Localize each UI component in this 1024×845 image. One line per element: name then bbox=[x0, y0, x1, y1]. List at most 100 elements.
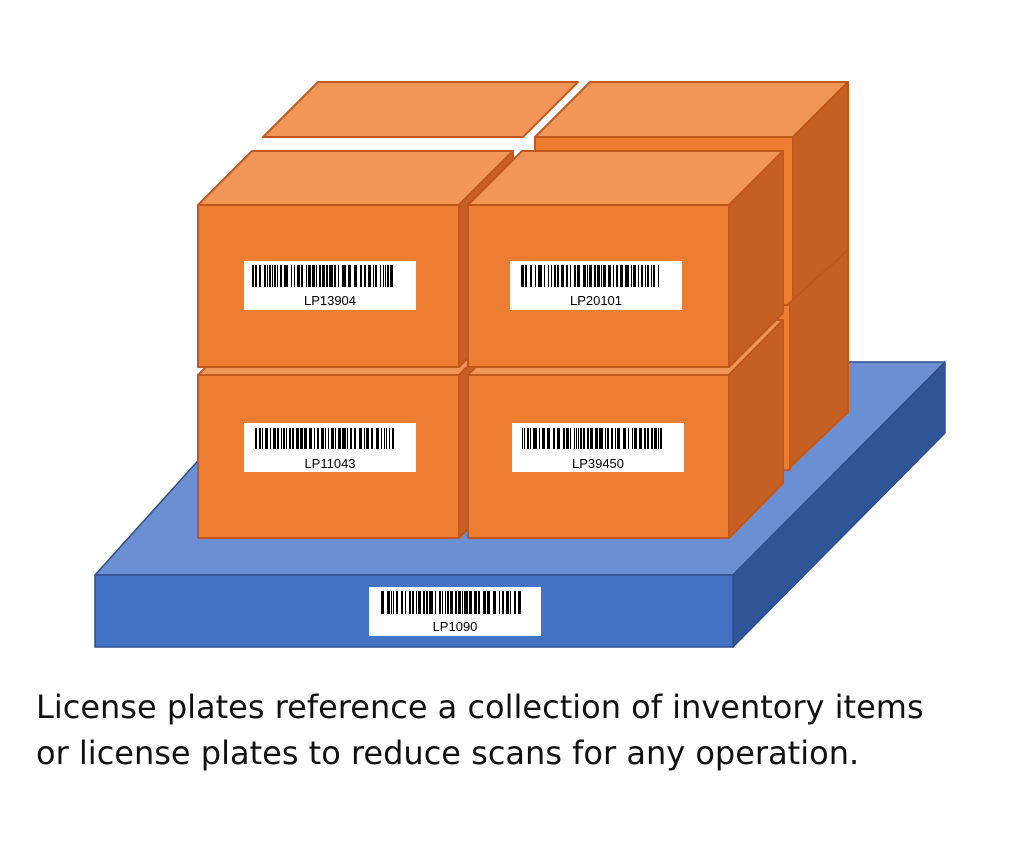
barcode-bar bbox=[506, 591, 509, 614]
barcode-bar bbox=[638, 265, 639, 287]
barcode-bar bbox=[312, 265, 315, 287]
barcode-bar bbox=[645, 265, 646, 287]
barcode-bar bbox=[539, 428, 540, 449]
barcode-bar bbox=[607, 428, 609, 449]
barcode-bar bbox=[651, 428, 653, 449]
barcode-bar bbox=[654, 428, 657, 449]
barcode-bar bbox=[599, 428, 603, 449]
barcode-bar bbox=[644, 428, 646, 449]
barcode-bar bbox=[439, 591, 441, 614]
barcode-bar bbox=[499, 591, 500, 614]
barcode-bar bbox=[583, 428, 585, 449]
barcode-bar bbox=[273, 428, 276, 449]
barcode-bar bbox=[309, 428, 312, 449]
barcode-bar bbox=[373, 265, 374, 287]
barcode-bar bbox=[522, 428, 523, 449]
barcode-bar bbox=[297, 265, 300, 287]
barcode-bar bbox=[464, 591, 468, 614]
barcode-bar bbox=[384, 428, 385, 449]
barcode-bar bbox=[319, 265, 321, 287]
barcode-bar bbox=[338, 428, 341, 449]
barcode-bar bbox=[308, 265, 311, 287]
barcode-bar bbox=[632, 428, 633, 449]
barcode-bar bbox=[335, 428, 336, 449]
barcode-bar bbox=[301, 265, 303, 287]
barcode-bar bbox=[383, 265, 384, 287]
barcode-bar bbox=[418, 591, 421, 614]
barcode-bar bbox=[366, 428, 369, 449]
barcode-bar bbox=[269, 265, 271, 287]
barcode-bar bbox=[625, 265, 629, 287]
license-plate-text: LP39450 bbox=[572, 456, 624, 471]
barcode-bar bbox=[653, 265, 655, 287]
barcode-bar bbox=[326, 265, 328, 287]
barcode-bar bbox=[380, 265, 381, 287]
barcode-bar bbox=[306, 265, 307, 287]
license-plate-text: LP11043 bbox=[304, 456, 355, 471]
barcode-bar bbox=[385, 265, 386, 287]
barcode-bar bbox=[566, 428, 569, 449]
barcode-bar bbox=[281, 428, 282, 449]
barcode-bar bbox=[458, 591, 461, 614]
barcode-bar bbox=[548, 265, 549, 287]
barcode bbox=[521, 265, 659, 287]
barcode-bar bbox=[291, 265, 292, 287]
barcode-bar bbox=[530, 265, 532, 287]
barcode-bar bbox=[364, 265, 366, 287]
barcode-bar bbox=[658, 428, 659, 449]
barcode-bar bbox=[405, 591, 406, 614]
barcode-bar bbox=[277, 428, 279, 449]
barcode-bar bbox=[255, 265, 257, 287]
barcode-bar bbox=[589, 265, 592, 287]
barcode-bar bbox=[641, 265, 643, 287]
barcode-bar bbox=[386, 428, 387, 449]
barcode-bar bbox=[608, 265, 611, 287]
license-plate-text: LP20101 bbox=[570, 293, 622, 308]
box-front-top-right: LP20101 bbox=[468, 151, 783, 367]
barcode-bar bbox=[292, 428, 294, 449]
barcode-bar bbox=[570, 428, 571, 449]
barcode-bar bbox=[274, 265, 276, 287]
barcode-bar bbox=[601, 265, 602, 287]
caption: License plates reference a collection of… bbox=[36, 684, 996, 776]
barcode-bar bbox=[300, 428, 303, 449]
barcode-bar bbox=[364, 428, 365, 449]
barcode-bar bbox=[634, 428, 637, 449]
barcode-bar bbox=[554, 265, 556, 287]
barcode-bar bbox=[391, 591, 392, 614]
caption-line-2: or license plates to reduce scans for an… bbox=[36, 730, 996, 776]
barcode-bar bbox=[396, 591, 398, 614]
barcode-bar bbox=[535, 265, 536, 287]
barcode-bar bbox=[616, 265, 618, 287]
barcode-bar bbox=[578, 428, 579, 449]
barcode-bar bbox=[284, 265, 288, 287]
barcode-bar bbox=[530, 428, 531, 449]
barcode-bar bbox=[514, 591, 516, 614]
barcode-bar bbox=[594, 265, 596, 287]
barcode-bar bbox=[518, 591, 521, 614]
barcode-bar bbox=[342, 265, 346, 287]
barcode-bar bbox=[280, 265, 282, 287]
barcode-bar bbox=[557, 265, 559, 287]
barcode-bar bbox=[478, 591, 480, 614]
barcode-bar bbox=[597, 265, 600, 287]
barcode-bar bbox=[445, 591, 446, 614]
barcode-bar bbox=[595, 428, 598, 449]
barcode-bar bbox=[252, 265, 254, 287]
barcode-bar bbox=[321, 428, 324, 449]
barcode-bar bbox=[392, 428, 394, 449]
barcode-bar bbox=[561, 265, 564, 287]
barcode-bar bbox=[611, 428, 613, 449]
barcode-bar bbox=[317, 428, 319, 449]
barcode-bar bbox=[342, 428, 346, 449]
barcode-bar bbox=[347, 428, 348, 449]
barcode-bar bbox=[455, 591, 457, 614]
barcode-bar bbox=[259, 265, 261, 287]
barcode bbox=[381, 591, 521, 614]
barcode-bar bbox=[350, 428, 352, 449]
barcode-bar bbox=[259, 428, 261, 449]
barcode-bar bbox=[553, 428, 555, 449]
barcode-bar bbox=[469, 591, 472, 614]
barcode-bar bbox=[605, 428, 606, 449]
barcode-bar bbox=[371, 428, 373, 449]
